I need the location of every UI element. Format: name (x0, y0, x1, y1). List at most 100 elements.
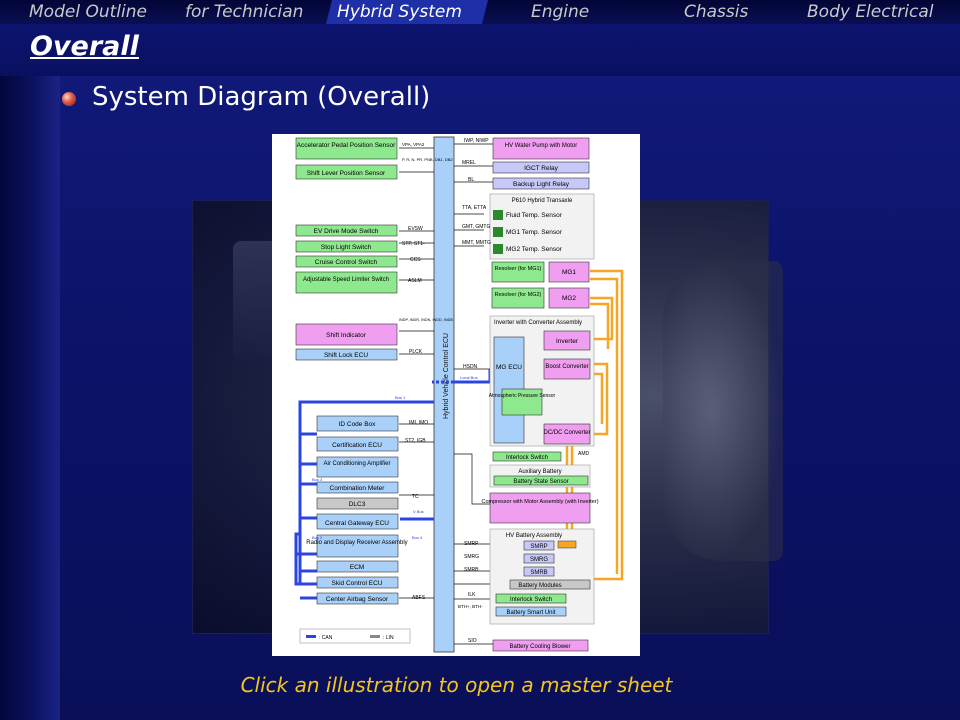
bus-2-label: Bus 2 (312, 535, 323, 540)
center-airbag-signal: ABFS (412, 595, 426, 601)
accelerator-pedal-signal: VPA, VPA2 (402, 142, 425, 147)
legend-lin-label: : LIN (383, 635, 394, 641)
fluid-temp-signal: TTA, ETTA (462, 205, 487, 211)
left-components: Accelerator Pedal Position Sensor VPA, V… (295, 137, 453, 605)
speed-limiter-signal: ASLM (408, 278, 422, 284)
bus-1-label: Bus 1 (395, 395, 406, 400)
hv-water-pump-signal: IWP, NIWP (464, 138, 489, 144)
smrb-label: SMRB (530, 570, 547, 576)
bus-4-label: Bus 4 (412, 535, 423, 540)
mg2-temp-signal: MMT, MMTG (462, 240, 491, 246)
right-components: HV Water Pump with Motor IWP, NIWP IGCT … (458, 137, 599, 652)
nav-for-technician[interactable]: for Technician (185, 2, 304, 22)
v-bus-label: V Bus (413, 509, 424, 514)
center-airbag-sensor-box[interactable] (316, 592, 399, 605)
auxiliary-battery-label: Auxiliary Battery (518, 469, 561, 475)
skid-control-ecu-box[interactable] (316, 576, 399, 589)
smrp-box[interactable] (523, 540, 555, 551)
mg1-box[interactable] (548, 261, 590, 283)
dlc3-box[interactable] (316, 497, 399, 510)
interlock-switch-box[interactable] (492, 451, 562, 462)
inverter-box[interactable] (543, 330, 591, 351)
accelerator-pedal-sensor-box[interactable] (295, 137, 398, 160)
smrp-signal: SMRP (464, 541, 479, 547)
nav-engine[interactable]: Engine (531, 2, 590, 22)
backup-light-relay-label: Backup Light Relay (513, 181, 570, 188)
local-bus-label: Local Bus (460, 375, 478, 380)
mg2-temp-connector-icon (493, 244, 503, 254)
compressor-box[interactable] (489, 492, 591, 524)
shift-lever-sensor-label: Shift Lever Position Sensor (307, 170, 386, 177)
shift-lever-sensor-box[interactable] (295, 164, 398, 180)
shift-indicator-box[interactable] (295, 323, 398, 346)
radio-display-receiver-label: Radio and Display Receiver Assembly (306, 540, 407, 546)
dc-dc-converter-box[interactable] (543, 423, 591, 445)
boost-converter-box[interactable] (543, 358, 591, 380)
battery-state-sensor-label: Battery State Sensor (513, 479, 568, 485)
certification-ecu-box[interactable] (316, 436, 399, 452)
page-title: Overall (30, 31, 139, 62)
section-title: System Diagram (Overall) (92, 82, 431, 112)
nav-body-electrical[interactable]: Body Electrical (807, 2, 934, 22)
nav-model-outline[interactable]: Model Outline (29, 2, 147, 22)
atmospheric-pressure-sensor-box[interactable] (501, 388, 543, 416)
resolver-mg1-box[interactable] (491, 261, 545, 283)
battery-state-sensor-box[interactable] (493, 475, 589, 486)
speed-limiter-switch-box[interactable] (295, 271, 398, 294)
radio-display-receiver-box[interactable] (316, 534, 399, 558)
combination-meter-box[interactable] (316, 481, 399, 494)
backup-light-relay-box[interactable] (492, 177, 590, 190)
fluid-temp-sensor-label: Fluid Temp. Sensor (506, 212, 563, 219)
resolver-mg2-box[interactable] (491, 287, 545, 309)
ev-drive-mode-switch-box[interactable] (295, 224, 398, 237)
hv-interlock-switch-box[interactable] (495, 593, 567, 604)
shift-lock-ecu-box[interactable] (295, 348, 398, 361)
hv-interlock-switch-label: Interlock Switch (510, 597, 552, 603)
smrb-box[interactable] (523, 566, 555, 577)
dlc3-label: DLC3 (349, 501, 366, 508)
id-code-signal: IMI, IMO (409, 420, 428, 426)
battery-smart-unit-label: Battery Smart Unit (506, 610, 555, 616)
speed-limiter-switch-label: Adjustable Speed Limiter Switch (303, 277, 389, 283)
resolver-mg1-label: Resolver (for MG1) (495, 266, 542, 272)
nav-hybrid-system[interactable]: Hybrid System (326, 0, 488, 24)
stop-light-switch-label: Stop Light Switch (321, 244, 372, 251)
igct-relay-box[interactable] (492, 161, 590, 174)
bus-3-label: Bus 3 (312, 477, 323, 482)
cruise-control-switch-box[interactable] (295, 255, 398, 268)
accelerator-pedal-sensor-label: Accelerator Pedal Position Sensor (297, 142, 396, 149)
air-conditioning-amplifier-box[interactable] (316, 456, 399, 478)
battery-smart-unit-box[interactable] (495, 606, 567, 617)
central-gateway-ecu-box[interactable] (316, 513, 399, 530)
car-graphic (663, 261, 783, 561)
dc-dc-converter-label: DC/DC Converter (543, 430, 590, 436)
hybrid-ecu-label: Hybrid Vehicle Control ECU (443, 333, 450, 419)
mg-ecu-signal: HSDN (463, 364, 478, 370)
system-diagram[interactable]: Hybrid Vehicle Control ECU Accelerator (272, 134, 640, 656)
inverter-assembly-label: Inverter with Converter Assembly (494, 320, 582, 326)
hv-water-pump-box[interactable] (492, 137, 590, 160)
system-diagram-svg: Hybrid Vehicle Control ECU Accelerator (294, 136, 624, 653)
ecm-label: ECM (350, 564, 364, 571)
smrg-label: SMRG (530, 557, 548, 563)
battery-cooling-blower-signal: SIO (468, 638, 477, 644)
nav-chassis[interactable]: Chassis (684, 2, 749, 22)
center-airbag-sensor-label: Center Airbag Sensor (326, 596, 389, 603)
hybrid-transaxle-group[interactable] (489, 193, 595, 260)
battery-cooling-blower-box[interactable] (492, 639, 589, 652)
stop-light-signal: STP, ST1- (402, 241, 425, 247)
battery-smart-unit-signal: BTH+, BTH- (458, 604, 483, 609)
dlc3-signal: TC (412, 494, 419, 500)
smrg-box[interactable] (523, 553, 555, 564)
stop-light-switch-box[interactable] (295, 240, 398, 253)
smrg-signal: SMRG (464, 554, 479, 560)
mg1-temp-sensor-label: MG1 Temp. Sensor (506, 229, 563, 236)
signal-lines (399, 143, 512, 645)
id-code-box[interactable] (316, 415, 399, 432)
ecm-box[interactable] (316, 560, 399, 573)
mg-ecu-label: MG ECU (496, 364, 522, 371)
shift-lock-signal: PLCK (409, 349, 423, 355)
battery-modules-box[interactable] (509, 579, 591, 590)
mg2-box[interactable] (548, 287, 590, 309)
atmospheric-pressure-sensor-label: Atmospheric Pressure Sensor (489, 393, 556, 399)
